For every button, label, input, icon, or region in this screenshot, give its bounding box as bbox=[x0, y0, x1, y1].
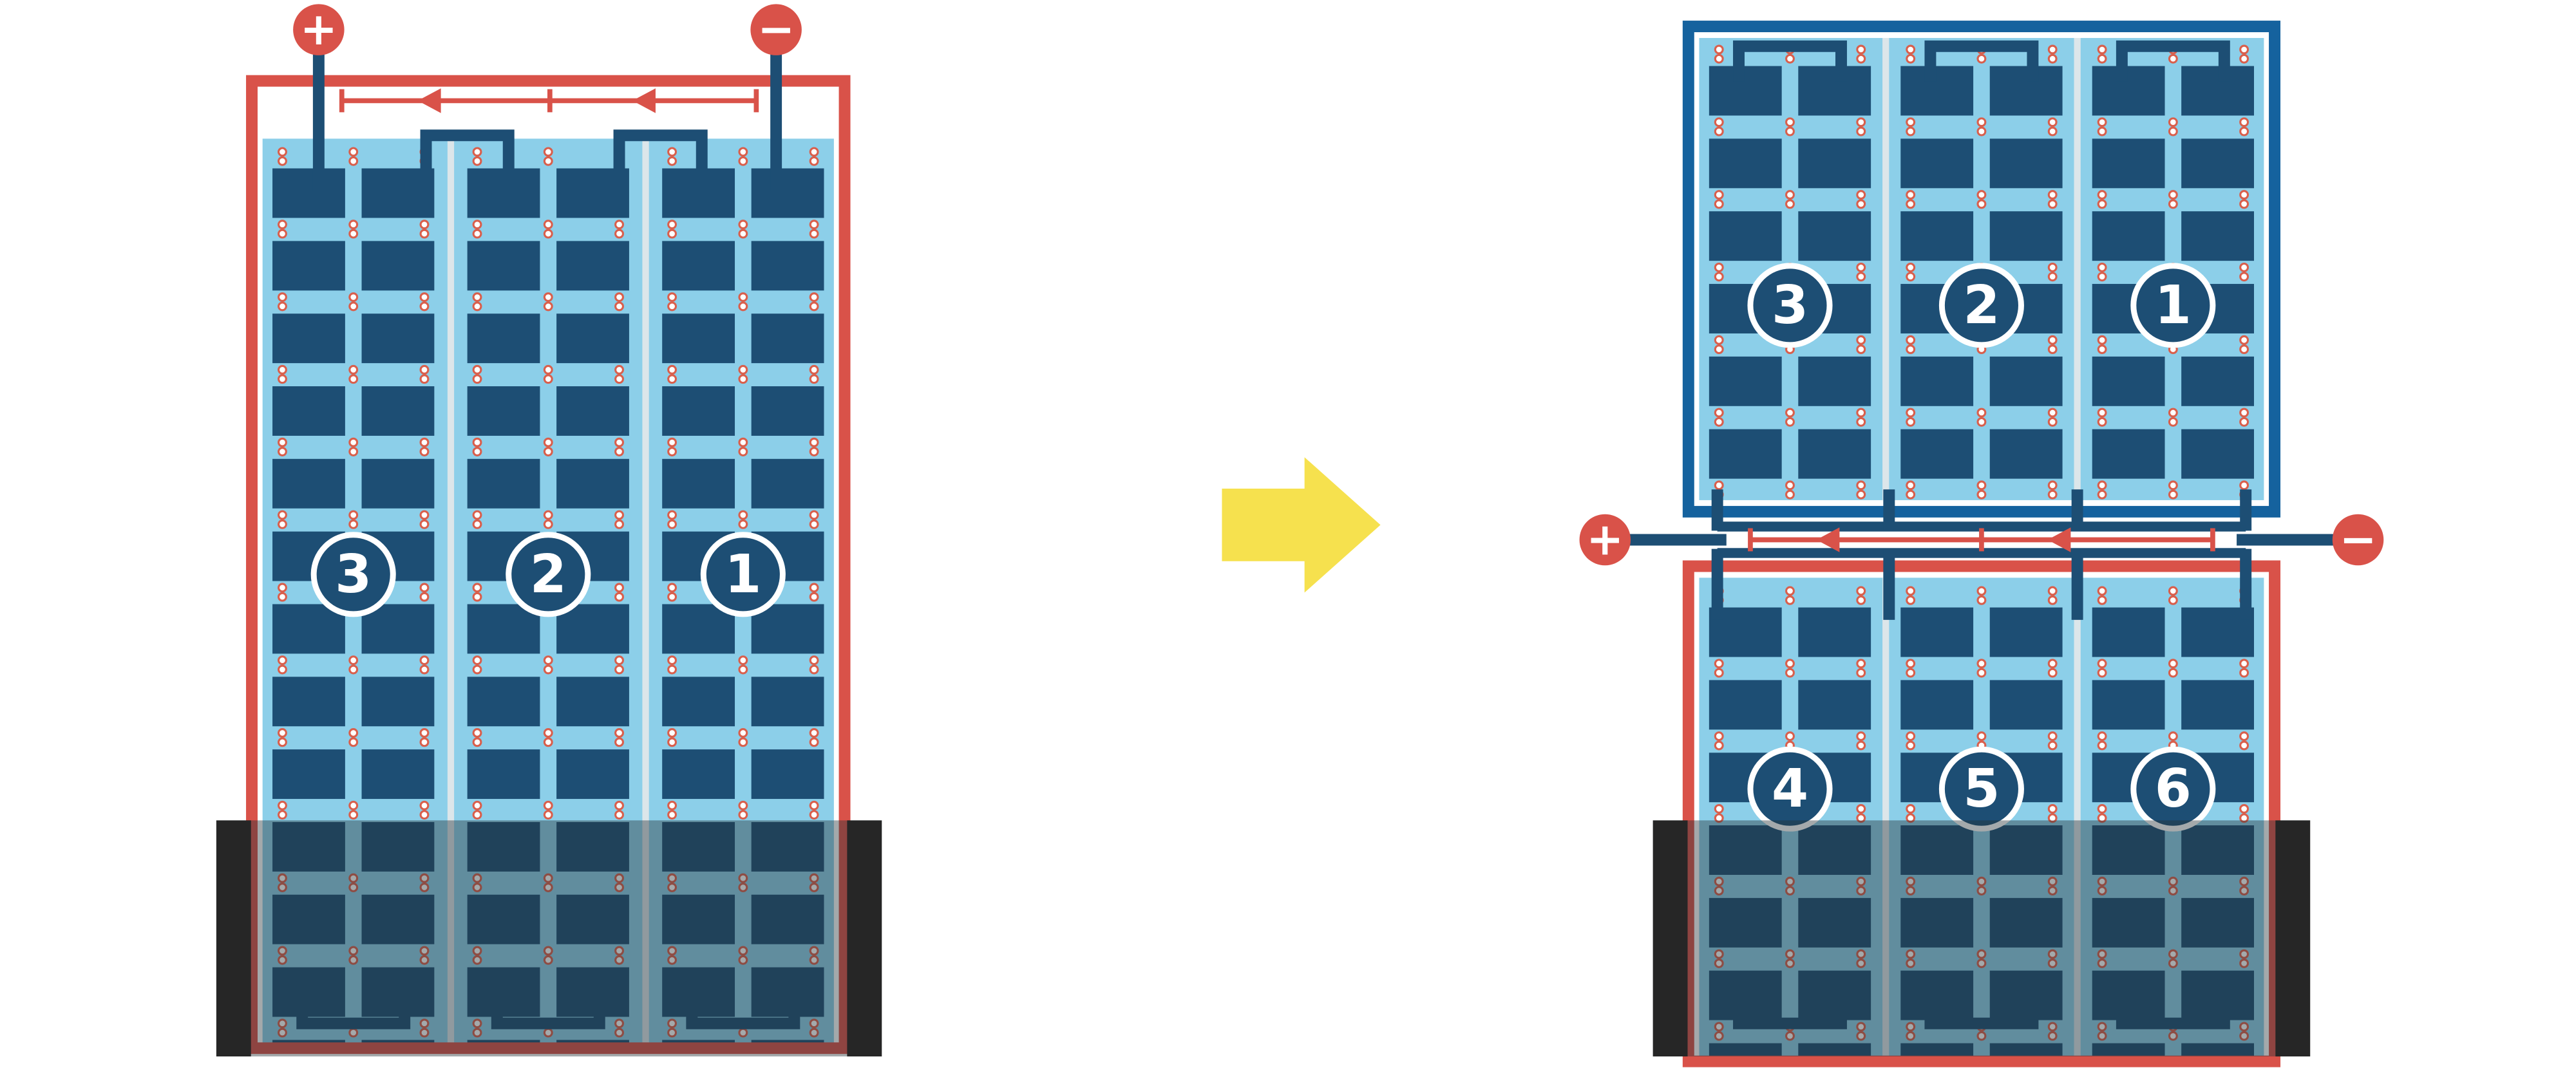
string-badge-label: 4 bbox=[1772, 758, 1808, 820]
string-badge-label: 1 bbox=[724, 544, 761, 605]
junction-current-arrows bbox=[1748, 527, 2215, 552]
string-badge bbox=[2130, 263, 2216, 348]
string-badge-label: 5 bbox=[1963, 758, 2000, 820]
string-badge-label: 2 bbox=[530, 544, 567, 605]
left-string-divider-2 bbox=[642, 138, 649, 1049]
string-badge bbox=[1938, 263, 2024, 348]
junction-arrowhead-icon bbox=[2047, 527, 2071, 552]
top-half-bridge-wires bbox=[1733, 40, 2230, 82]
left-panel-red-frame bbox=[246, 75, 851, 1054]
shade-overlay bbox=[216, 820, 882, 1057]
minus-terminal-icon bbox=[750, 4, 802, 55]
plus-terminal-label: + bbox=[1586, 514, 1624, 565]
junction-stub-wires bbox=[1624, 489, 2340, 620]
string-badge bbox=[1747, 746, 1833, 832]
top-bridge-wire bbox=[420, 129, 515, 171]
string-badge-label: 1 bbox=[2155, 275, 2192, 336]
top-bridge-wire bbox=[1733, 40, 1847, 82]
bottom-u-wire bbox=[2116, 981, 2230, 1029]
bottom-u-wire bbox=[1733, 981, 1847, 1029]
right-module: 3 2 1 4 bbox=[1579, 21, 2384, 1067]
right-shade-region bbox=[1653, 820, 2311, 1057]
junction-arrowhead-icon bbox=[1816, 527, 1840, 552]
left-current-arrows bbox=[339, 88, 759, 113]
left-string-divider-1 bbox=[447, 138, 455, 1049]
string-badge bbox=[310, 532, 396, 617]
bottom-half-string-badges: 4 5 6 bbox=[1747, 746, 2216, 832]
string-badge-label: 3 bbox=[1772, 275, 1808, 336]
left-wiring bbox=[296, 47, 800, 1029]
top-bridge-wire bbox=[613, 129, 708, 171]
right-bottom-half-panel: 4 5 6 bbox=[1682, 560, 2281, 1067]
shade-end-bar bbox=[216, 820, 251, 1057]
left-positive-terminal: + bbox=[293, 4, 345, 55]
right-top-half-panel: 3 2 1 bbox=[1682, 21, 2281, 518]
top-bridge-wire bbox=[2116, 40, 2230, 82]
minus-terminal-icon bbox=[2332, 514, 2384, 566]
bottom-u-wire bbox=[1924, 981, 2039, 1029]
junction-bus-bar bbox=[1717, 548, 2246, 558]
bottom-u-wire bbox=[491, 981, 605, 1029]
minus-terminal-label: − bbox=[757, 4, 795, 55]
bottom-half-red-frame bbox=[1682, 560, 2281, 1067]
string-badge-label: 3 bbox=[335, 544, 372, 605]
left-shade-region bbox=[216, 820, 882, 1057]
bottom-half-divider-2 bbox=[2074, 577, 2081, 1057]
left-arrowhead-icon bbox=[417, 88, 441, 113]
top-half-divider-2 bbox=[2074, 37, 2081, 500]
plus-terminal-icon bbox=[1579, 514, 1631, 566]
right-positive-terminal: + bbox=[1579, 514, 1631, 566]
string-badge bbox=[1938, 746, 2024, 832]
string-badge bbox=[1747, 263, 1833, 348]
bottom-half-divider-1 bbox=[1882, 577, 1889, 1057]
shade-end-bar bbox=[1653, 820, 1688, 1057]
minus-terminal-label: − bbox=[2340, 514, 2377, 565]
string-badge-label: 6 bbox=[2155, 758, 2192, 820]
junction-bus-bar bbox=[1717, 521, 2246, 532]
top-half-string-badges: 3 2 1 bbox=[1747, 263, 2216, 348]
shade-end-bar bbox=[2275, 820, 2311, 1057]
plus-terminal-label: + bbox=[300, 4, 337, 55]
bottom-u-wire bbox=[686, 981, 800, 1029]
left-string-badges: 3 2 1 bbox=[310, 532, 786, 617]
arrow-right-icon bbox=[1222, 457, 1381, 593]
top-half-blue-frame bbox=[1682, 21, 2281, 518]
top-bridge-wire bbox=[1924, 40, 2039, 82]
shade-end-bar bbox=[847, 820, 882, 1057]
left-module: 3 2 1 + − bbox=[216, 4, 882, 1057]
plus-terminal-icon bbox=[293, 4, 345, 55]
left-arrowhead-icon bbox=[632, 88, 656, 113]
shade-overlay bbox=[1653, 820, 2311, 1057]
string-badge bbox=[700, 532, 786, 617]
right-negative-terminal: − bbox=[2332, 514, 2384, 566]
string-badge-label: 2 bbox=[1963, 275, 2000, 336]
bottom-u-wire bbox=[296, 981, 411, 1029]
bottom-half-u-wires bbox=[1733, 981, 2230, 1029]
top-half-divider-1 bbox=[1882, 37, 1889, 500]
center-junction: + − bbox=[1579, 489, 2384, 620]
string-badge bbox=[2130, 746, 2216, 832]
left-negative-terminal: − bbox=[750, 4, 802, 55]
string-badge bbox=[506, 532, 591, 617]
